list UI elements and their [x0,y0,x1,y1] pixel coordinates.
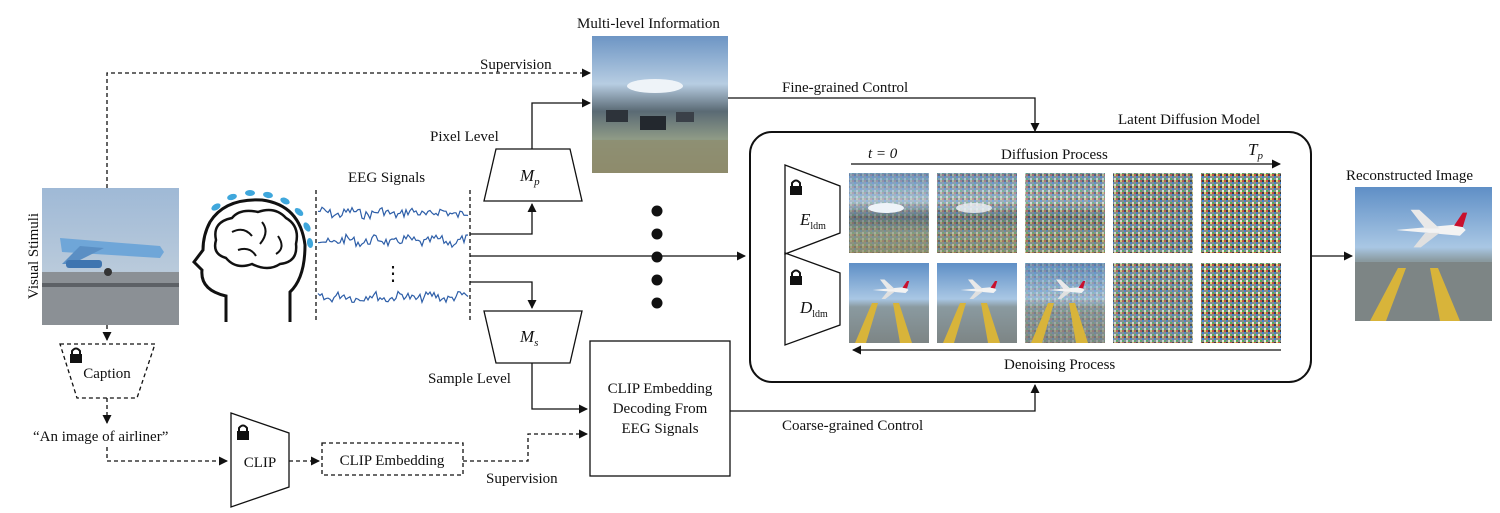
clip-decoding-line1: CLIP Embedding [608,381,713,397]
clip-embedding-label: CLIP Embedding [340,453,445,469]
clip-decoding-line2: Decoding From [613,401,708,417]
supervision-label-bottom: Supervision [486,471,558,487]
multi-level-info-label: Multi-level Information [577,16,720,32]
eeg-waveforms [317,206,469,305]
visual-stimuli-label: Visual Stimuli [26,213,42,299]
denoise-step-5 [1201,263,1281,343]
diffusion-process-label: Diffusion Process [1001,147,1108,163]
denoise-step-1 [849,263,929,343]
denoise-step-2 [937,263,1017,343]
denoising-process-label: Denoising Process [1004,357,1115,373]
mp-label: Mp [519,166,540,188]
t-p-label: Tp [1248,140,1263,162]
supervision-label-top: Supervision [480,57,552,73]
denoise-step-3 [1025,263,1105,343]
ms-label: Ms [519,327,538,349]
clip-label: CLIP [244,455,277,471]
eeg-channel-3 [317,290,469,305]
eeg-channel-2 [317,232,469,249]
coarse-grained-control-label: Coarse-grained Control [782,418,923,434]
ellipsis-dots [651,205,663,309]
eeg-signals-label: EEG Signals [348,170,425,186]
caption-text: “An image of airliner” [33,429,168,445]
eeg-electrodes [211,190,314,248]
clip-embedding-box [321,442,464,476]
caption-label: Caption [83,366,131,382]
ldm-decoder [784,252,841,346]
diffusion-step-5 [1201,173,1281,253]
t-zero-label: t = 0 [868,146,898,162]
lock-icon [790,269,802,285]
e-ldm-label: Eldm [799,210,826,232]
lock-icon [70,347,82,363]
brain-head-icon [192,198,307,322]
latent-diffusion-model-box [749,131,1312,383]
denoise-step-4 [1113,263,1193,343]
diffusion-step-4 [1113,173,1193,253]
diffusion-step-2 [937,173,1017,253]
sample-level-mapper [483,310,583,364]
ldm-label: Latent Diffusion Model [1118,112,1260,128]
clip-decoding-box [589,340,731,477]
caption-encoder [59,343,156,399]
diffusion-row-images [849,173,1281,253]
visual-stimuli-image [42,188,179,325]
ldm-encoder [784,164,841,255]
diffusion-step-3 [1025,173,1105,253]
diffusion-step-1 [849,173,929,253]
d-ldm-label: Dldm [799,298,828,320]
lock-icon [790,179,802,195]
denoising-row-images [849,263,1281,343]
lock-icon [237,424,249,440]
eeg-vertical-dots: ⋮ [383,263,403,285]
sample-level-label: Sample Level [428,371,511,387]
eeg-channel-1 [317,206,469,221]
fine-grained-control-label: Fine-grained Control [782,80,908,96]
pixel-level-mapper [483,148,583,202]
multi-level-info-image [592,36,728,173]
clip-decoding-line3: EEG Signals [621,421,698,437]
clip-encoder [230,412,290,508]
reconstructed-image [1355,187,1492,321]
pixel-level-label: Pixel Level [430,129,499,145]
reconstructed-image-label: Reconstructed Image [1346,168,1473,184]
